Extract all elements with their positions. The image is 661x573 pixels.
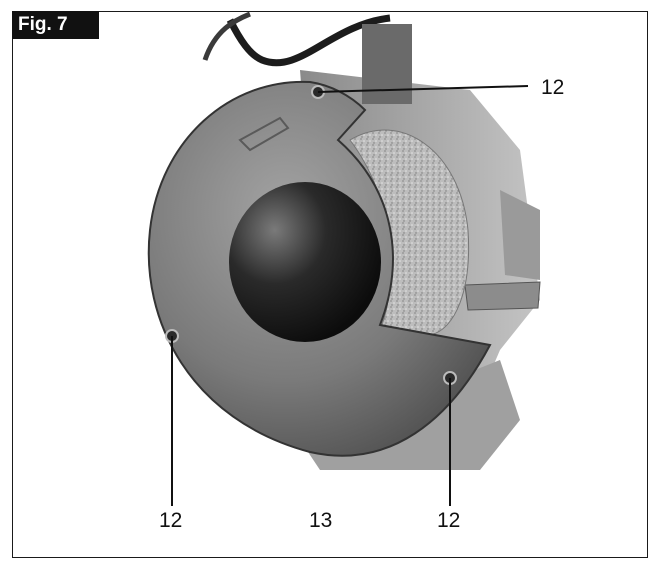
power-cord	[226, 14, 391, 67]
tool-rest	[464, 281, 541, 311]
spark-deflector	[362, 24, 412, 104]
callout-screw-right: 12	[437, 509, 461, 532]
rotation-arrow-emboss	[238, 116, 290, 152]
leader-line-top	[317, 85, 529, 93]
callout-guard-cover: 13	[309, 509, 333, 532]
figure-label: Fig. 7	[12, 11, 99, 39]
callout-screw-left: 12	[159, 509, 183, 532]
wheel-hub-dome	[229, 182, 381, 342]
callout-screw-top: 12	[541, 76, 565, 99]
